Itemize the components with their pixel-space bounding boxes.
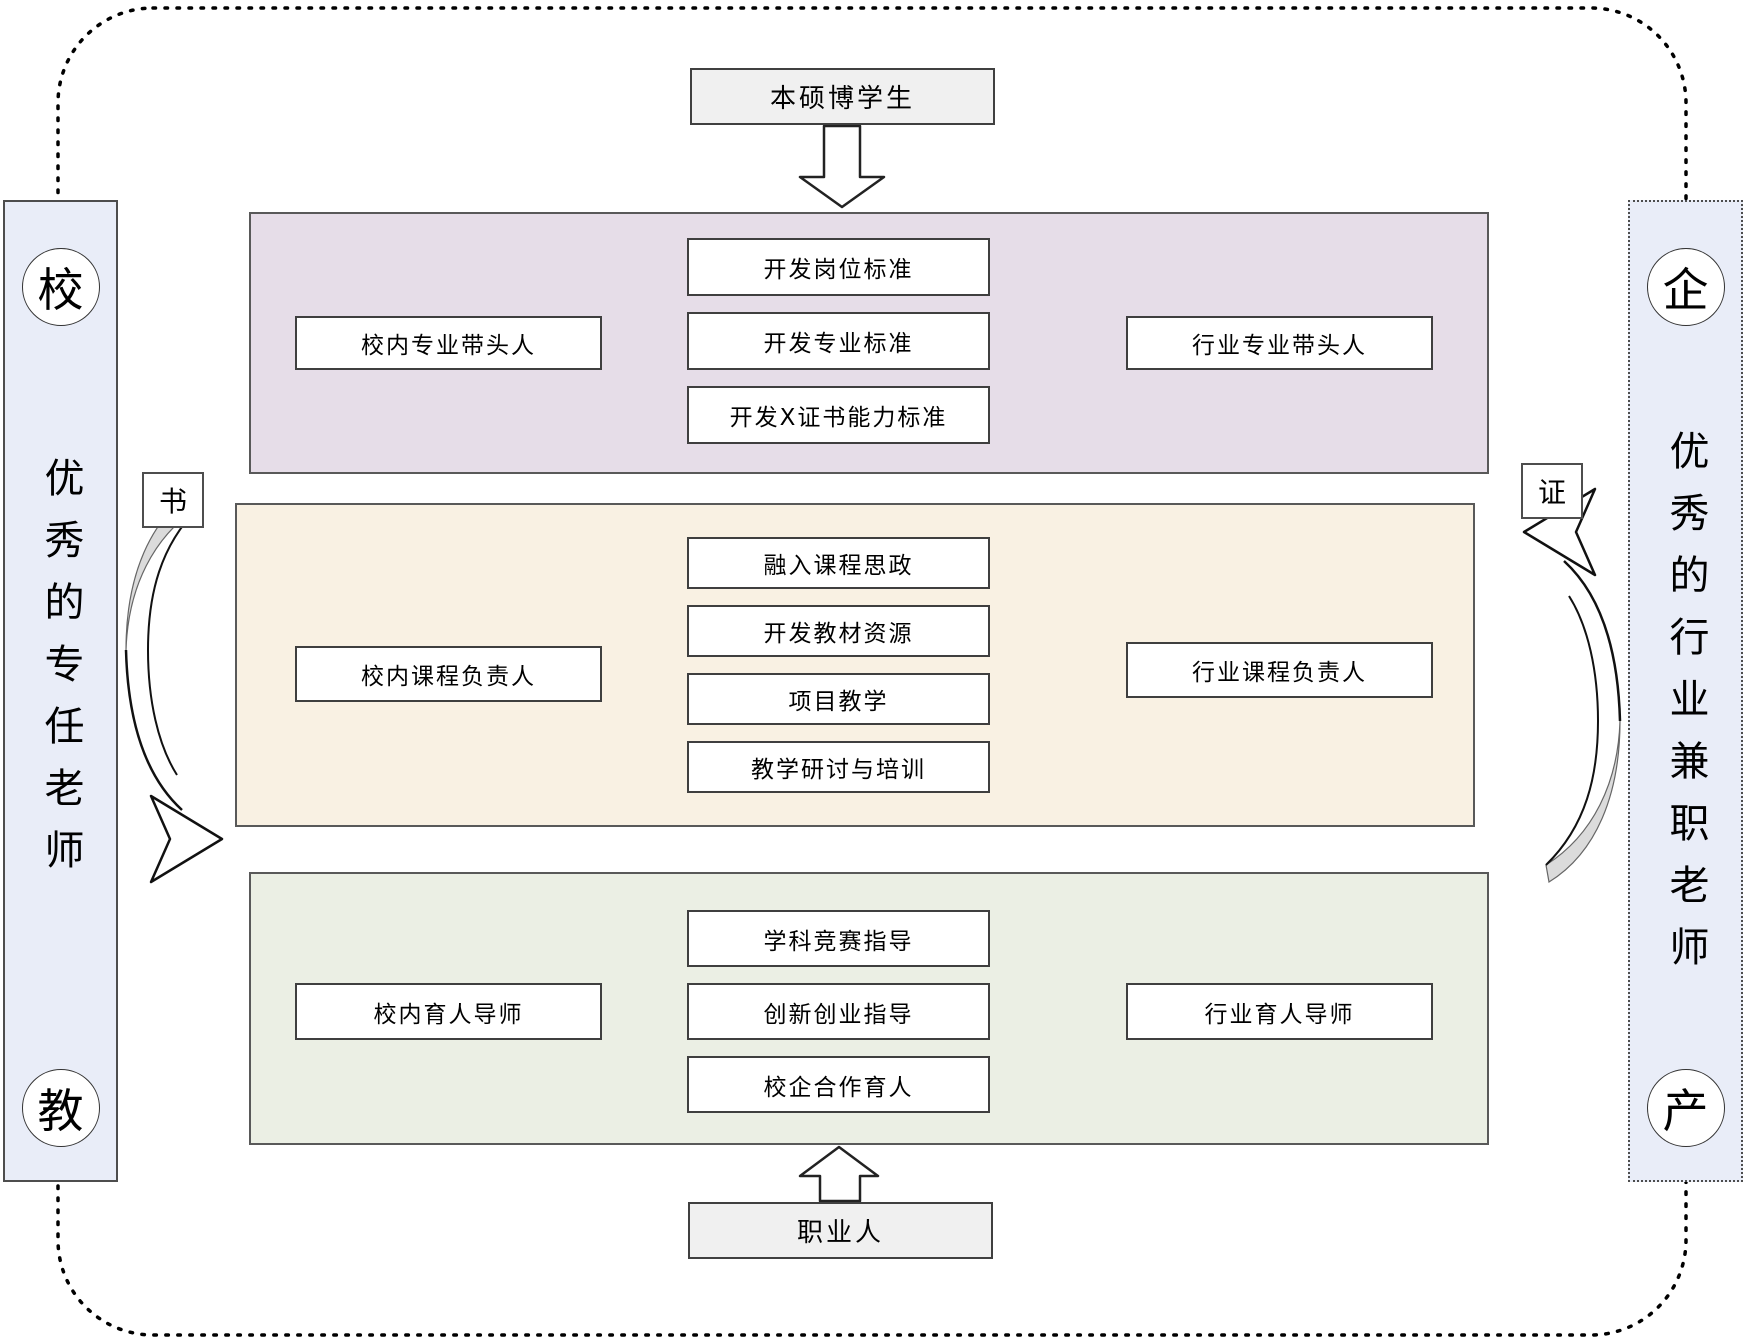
right-curved-arrow	[1522, 487, 1622, 883]
enterprise-badge: 企	[1646, 248, 1725, 326]
school-enterprise-coop-box: 校企合作育人	[687, 1056, 990, 1113]
teaching-material-box: 开发教材资源	[687, 605, 990, 657]
innovation-guidance-box: 创新创业指导	[687, 983, 990, 1040]
school-course-leader-box: 校内课程负责人	[295, 646, 602, 702]
left-arrowhead	[149, 794, 224, 884]
up-block-arrow	[798, 1145, 880, 1203]
competition-guidance-box: 学科竞赛指导	[687, 910, 990, 967]
industry-mentor-box: 行业育人导师	[1126, 983, 1433, 1040]
x-certificate-standard-box: 开发X证书能力标准	[687, 386, 990, 444]
certificate-tag: 证	[1521, 463, 1583, 519]
left-rail-title: 优秀的专任老师	[37, 457, 84, 891]
right-rail: 企 优秀的行业兼职老师 产	[1628, 200, 1743, 1182]
school-badge: 校	[21, 248, 100, 326]
book-tag: 书	[142, 472, 204, 528]
industry-course-leader-box: 行业课程负责人	[1126, 642, 1433, 698]
left-arrow-spine-inner	[146, 505, 201, 776]
major-standard-box: 开发专业标准	[687, 312, 990, 370]
industry-discipline-leader-box: 行业专业带头人	[1126, 316, 1433, 370]
industry-badge: 产	[1646, 1069, 1725, 1147]
post-standard-box: 开发岗位标准	[687, 238, 990, 296]
right-arrow-spine-inner	[1545, 595, 1600, 866]
down-block-arrow	[798, 124, 886, 209]
project-teaching-box: 项目教学	[687, 673, 990, 725]
left-arrow-spine-outer	[124, 649, 183, 811]
left-rail: 校 优秀的专任老师 教	[3, 200, 118, 1182]
node-professional: 职业人	[688, 1202, 993, 1259]
right-arrow-crescent	[1545, 720, 1621, 883]
right-arrow-spine-outer	[1563, 560, 1622, 722]
teaching-badge: 教	[21, 1069, 100, 1147]
course-ideology-box: 融入课程思政	[687, 537, 990, 589]
left-curved-arrow	[124, 488, 224, 884]
teaching-seminar-box: 教学研讨与培训	[687, 741, 990, 793]
school-discipline-leader-box: 校内专业带头人	[295, 316, 602, 370]
node-students: 本硕博学生	[690, 68, 995, 125]
school-mentor-box: 校内育人导师	[295, 983, 602, 1040]
right-rail-title: 优秀的行业兼职老师	[1662, 430, 1709, 988]
